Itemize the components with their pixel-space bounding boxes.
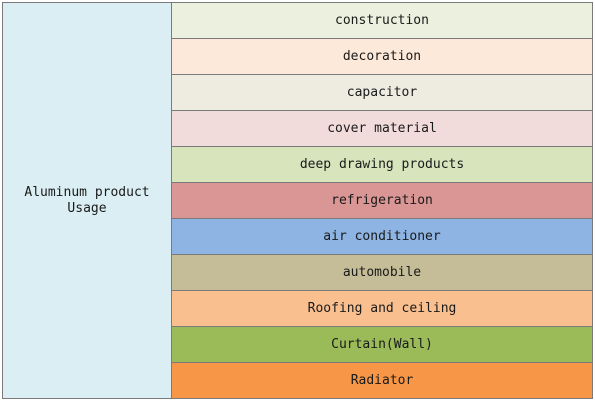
table-row: automobile bbox=[3, 254, 593, 291]
usage-cell-curtain-wall: Curtain(Wall) bbox=[171, 326, 593, 363]
usage-cell-automobile: automobile bbox=[171, 254, 593, 291]
usage-cell-capacitor: capacitor bbox=[171, 74, 593, 111]
category-label-line2: Usage bbox=[67, 200, 107, 216]
table-row: Curtain(Wall) bbox=[3, 326, 593, 363]
table-row: deep drawing products bbox=[3, 146, 593, 183]
table-row: Radiator bbox=[3, 362, 593, 399]
table-row: refrigeration bbox=[3, 182, 593, 219]
usage-cell-deep-drawing-products: deep drawing products bbox=[171, 146, 593, 183]
usage-cell-air-conditioner: air conditioner bbox=[171, 218, 593, 255]
usage-cell-cover-material: cover material bbox=[171, 110, 593, 147]
usage-cell-construction: construction bbox=[171, 2, 593, 39]
category-label-cell: Aluminum product Usage bbox=[2, 2, 172, 399]
usage-cell-roofing-and-ceiling: Roofing and ceiling bbox=[171, 290, 593, 327]
table-row: capacitor bbox=[3, 74, 593, 111]
usage-cell-refrigeration: refrigeration bbox=[171, 182, 593, 219]
table-row: air conditioner bbox=[3, 218, 593, 255]
usage-cell-decoration: decoration bbox=[171, 38, 593, 75]
table-row: Roofing and ceiling bbox=[3, 290, 593, 327]
category-label-line1: Aluminum product bbox=[24, 184, 150, 200]
table-row: decoration bbox=[3, 38, 593, 75]
usage-cell-radiator: Radiator bbox=[171, 362, 593, 399]
